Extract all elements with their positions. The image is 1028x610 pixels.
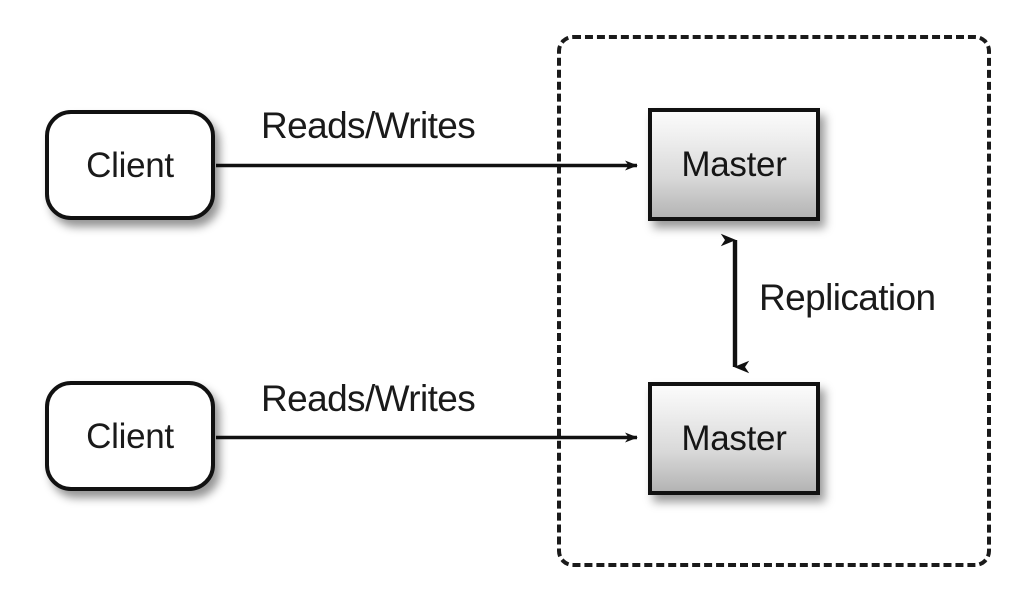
node-client-top[interactable]: Client [45,110,215,220]
edge-label-reads-writes-top: Reads/Writes [261,105,476,146]
node-client-bottom[interactable]: Client [45,381,215,491]
node-label: Master [681,419,787,458]
node-label: Master [681,145,787,184]
edge-label-replication: Replication [759,277,936,318]
cluster-boundary [557,35,991,567]
node-master-top[interactable]: Master [648,108,820,221]
node-master-bottom[interactable]: Master [648,382,820,495]
node-label: Client [86,145,174,185]
edge-label-reads-writes-bottom: Reads/Writes [261,378,476,419]
node-label: Client [86,416,174,456]
